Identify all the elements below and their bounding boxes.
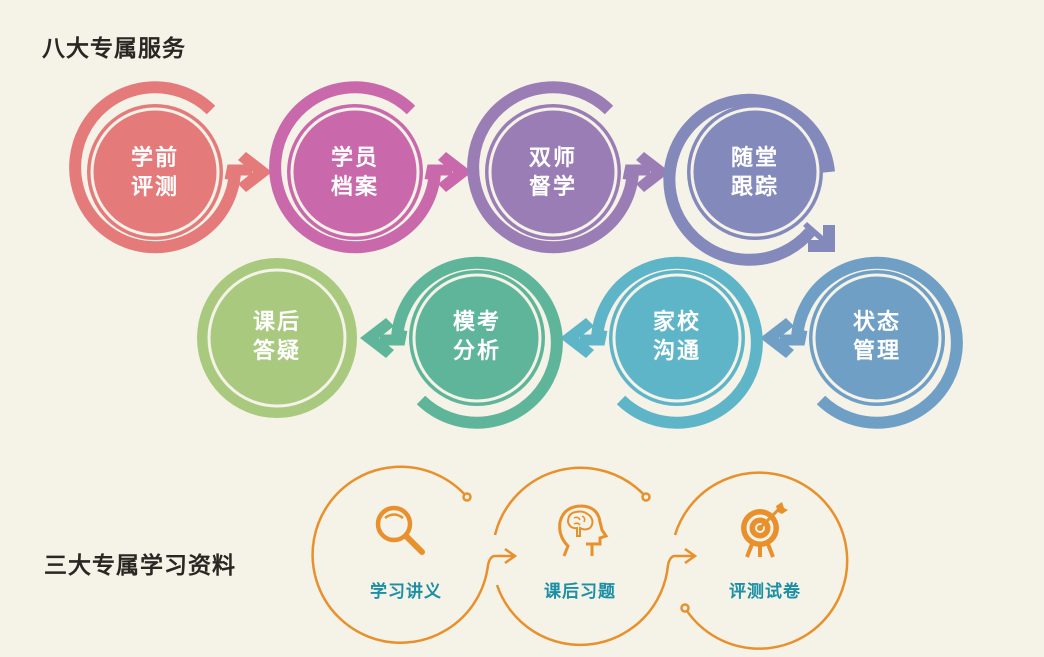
- service-step-2: [269, 81, 472, 254]
- arrow-right-icon: [636, 152, 670, 192]
- service-label-5: 状态管理: [852, 310, 901, 364]
- service-step-1: [69, 81, 272, 254]
- material-label-lecture: 学习讲义: [370, 582, 442, 602]
- materials-flow: [311, 465, 849, 650]
- service-step-4: [663, 93, 835, 266]
- service-step-7: [360, 256, 563, 429]
- service-step-8: [197, 258, 357, 418]
- material-label-exercises: 课后习题: [544, 582, 616, 602]
- service-step-5: [760, 256, 963, 429]
- arrow-right-icon: [238, 152, 272, 192]
- material-label-test-papers: 评测试卷: [729, 582, 801, 602]
- arrow-left-icon: [760, 318, 794, 358]
- service-label-1: 学前评测: [130, 146, 179, 200]
- section-title-services: 八大专属服务: [42, 36, 186, 62]
- magnifier-icon: [375, 505, 425, 555]
- service-label-2: 学员档案: [330, 146, 379, 200]
- section-title-materials: 三大专属学习资料: [44, 553, 236, 579]
- arrow-down-right-icon: [803, 222, 835, 252]
- service-label-6: 家校沟通: [652, 310, 701, 364]
- brain-head-icon: [558, 504, 609, 557]
- service-label-7: 模考分析: [452, 310, 501, 364]
- arrow-right-icon: [438, 152, 472, 192]
- arrow-left-icon: [360, 318, 394, 358]
- service-step-6: [560, 256, 763, 429]
- service-step-3: [467, 81, 670, 254]
- arrow-left-icon: [560, 318, 594, 358]
- service-label-4: 随堂跟踪: [730, 146, 779, 200]
- target-arrow-icon: [741, 502, 788, 558]
- service-label-3: 双师督学: [528, 146, 577, 200]
- service-label-8: 课后答疑: [252, 310, 301, 364]
